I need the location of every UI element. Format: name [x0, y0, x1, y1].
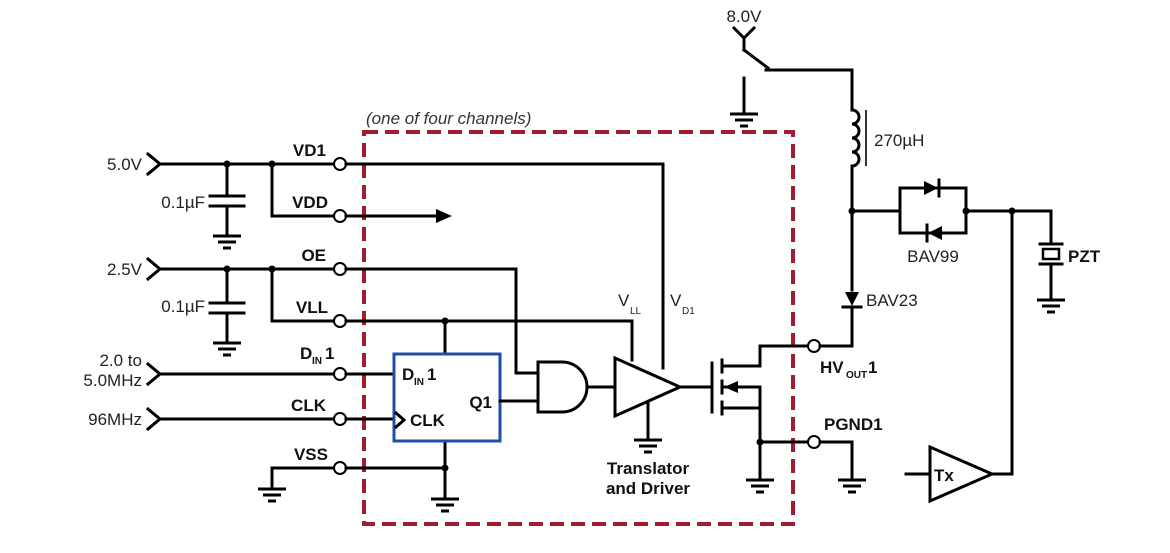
inductor-icon: [850, 108, 861, 168]
pin-hvout: HV OUT 1: [807, 339, 877, 381]
svg-text:and Driver: and Driver: [606, 479, 690, 498]
pzt-transducer: PZT: [1035, 209, 1101, 314]
input-din: 2.0 to 5.0MHz D IN 1: [83, 344, 396, 390]
channel-boundary: [362, 130, 795, 526]
svg-text:0.1µF: 0.1µF: [161, 297, 205, 316]
diode-icon: [924, 181, 938, 195]
svg-text:VSS: VSS: [294, 445, 328, 464]
svg-text:V: V: [618, 291, 630, 310]
svg-text:PZT: PZT: [1068, 247, 1101, 266]
capacitor-1: 0.1µF: [161, 162, 246, 250]
svg-text:Translator: Translator: [607, 459, 690, 478]
pin-vdd: VDD: [270, 162, 452, 223]
ground-icon: [211, 331, 243, 357]
switch-icon: [741, 47, 771, 71]
flipflop: D IN 1 CLK Q1: [392, 352, 540, 443]
svg-text:LL: LL: [630, 306, 642, 317]
svg-text:VD1: VD1: [293, 141, 326, 160]
ground-icon: [429, 487, 461, 513]
diode-icon: [928, 226, 942, 240]
diode-icon: [845, 292, 859, 306]
svg-text:CLK: CLK: [291, 396, 327, 415]
svg-text:1: 1: [325, 344, 334, 363]
svg-text:2.0 to: 2.0 to: [99, 351, 142, 370]
svg-text:HV: HV: [820, 358, 844, 377]
pin-vd1: V D1: [293, 141, 665, 370]
svg-text:D: D: [300, 344, 312, 363]
svg-text:8.0V: 8.0V: [727, 7, 763, 26]
diode-pair: BAV99: [850, 178, 1053, 266]
pin-oe: OE: [301, 246, 540, 375]
svg-text:VLL: VLL: [296, 298, 328, 317]
ground-icon: [211, 224, 243, 250]
input-2v5: 2.5V: [107, 256, 336, 282]
svg-text:Q1: Q1: [469, 393, 492, 412]
mosfet: [710, 344, 810, 494]
diode-single: BAV23: [841, 291, 918, 348]
svg-text:IN: IN: [414, 377, 424, 388]
pin-vll: VLL: [270, 267, 634, 362]
capacitor-2: 0.1µF: [161, 267, 246, 357]
svg-text:96MHz: 96MHz: [88, 410, 142, 429]
svg-text:2.5V: 2.5V: [107, 260, 143, 279]
svg-text:IN: IN: [312, 356, 322, 367]
arrow-icon: [724, 381, 738, 393]
ground-icon: [632, 428, 664, 454]
svg-text:CLK: CLK: [410, 411, 446, 430]
svg-text:0.1µF: 0.1µF: [161, 193, 205, 212]
svg-text:D1: D1: [682, 306, 695, 317]
input-5v: 5.0V: [107, 151, 342, 177]
svg-text:BAV23: BAV23: [866, 291, 918, 310]
svg-text:VDD: VDD: [292, 193, 328, 212]
ground-icon: [728, 102, 760, 128]
hv-supply: 8.0V: [727, 7, 854, 128]
svg-text:5.0V: 5.0V: [107, 155, 143, 174]
ground-icon: [256, 477, 288, 503]
svg-text:Tx: Tx: [934, 466, 954, 485]
svg-text:PGND1: PGND1: [824, 415, 883, 434]
ground-icon: [1035, 288, 1067, 314]
svg-text:270µH: 270µH: [874, 131, 924, 150]
input-clk: 96MHz CLK: [88, 396, 396, 432]
pin-pgnd: PGND1: [807, 415, 883, 494]
pin-vss: VSS: [256, 439, 461, 513]
svg-text:OE: OE: [301, 246, 326, 265]
channel-note: (one of four channels): [366, 109, 531, 128]
svg-text:1: 1: [427, 365, 436, 384]
and-gate: [536, 360, 617, 414]
tx-amplifier: Tx: [904, 209, 1014, 504]
svg-text:BAV99: BAV99: [907, 247, 959, 266]
svg-text:1: 1: [868, 358, 877, 377]
svg-text:OUT: OUT: [846, 370, 867, 381]
arrow-icon: [436, 209, 452, 223]
clock-edge-icon: [393, 410, 407, 430]
svg-text:5.0MHz: 5.0MHz: [83, 371, 142, 390]
translator-driver: V LL V D1 Translator and Driver: [606, 291, 714, 498]
svg-text:V: V: [670, 291, 682, 310]
ground-icon: [836, 468, 868, 494]
ground-icon: [744, 468, 776, 494]
svg-text:D: D: [402, 365, 414, 384]
